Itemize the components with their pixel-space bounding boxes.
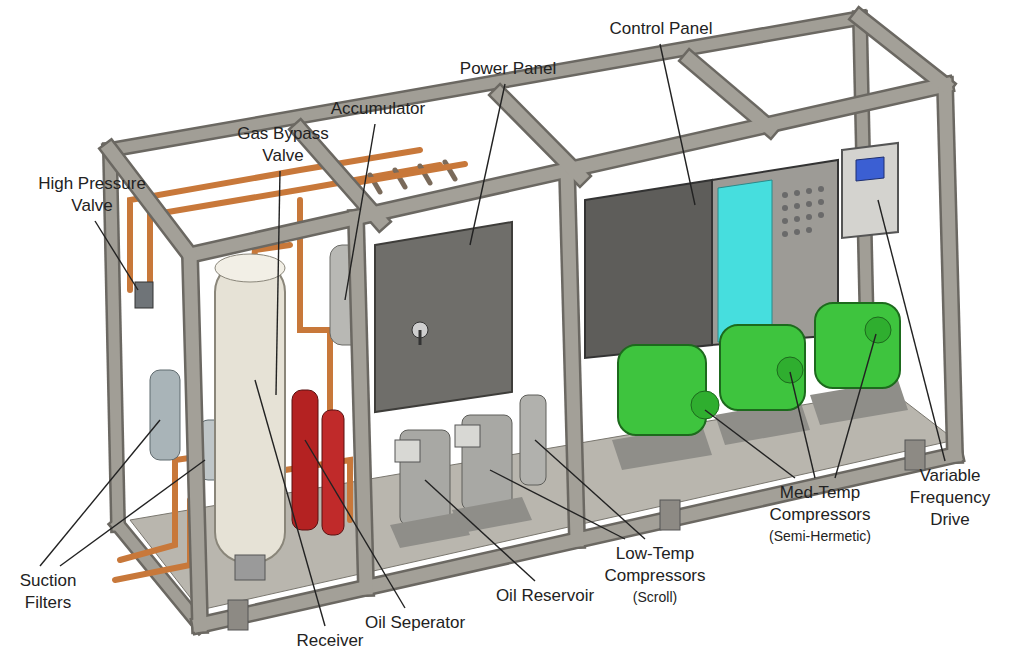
part-label: Low-Temp Compressors	[595, 543, 715, 587]
part-label: Power Panel	[460, 58, 556, 80]
part-label: (Semi-Hermetic)	[769, 527, 871, 545]
front-frame	[110, 18, 955, 630]
oil-reservoir	[520, 395, 546, 485]
part-label: (Scroll)	[633, 588, 677, 606]
part-label: Oil Seperator	[365, 612, 465, 634]
control-panel	[585, 160, 838, 358]
part-label: Receiver	[296, 630, 363, 652]
part-label: High Pressure Valve	[30, 173, 155, 217]
leader-lines	[40, 44, 945, 626]
high-pressure-valve	[135, 282, 153, 308]
low-temp-scroll-compressors	[390, 415, 532, 548]
part-label: Control Panel	[609, 18, 712, 40]
part-label: Oil Reservoir	[496, 585, 594, 607]
receiver-tank	[215, 254, 285, 580]
vfd-unit	[842, 143, 898, 238]
part-label: Med-Temp Compressors	[760, 482, 880, 526]
part-label: Variable Frequency Drive	[900, 465, 1000, 531]
part-label: Suction Filters	[8, 570, 88, 614]
power-panel	[375, 222, 512, 412]
med-temp-compressors	[612, 303, 908, 470]
part-label: Gas Bypass Valve	[228, 123, 338, 167]
part-label: Accumulator	[331, 98, 425, 120]
